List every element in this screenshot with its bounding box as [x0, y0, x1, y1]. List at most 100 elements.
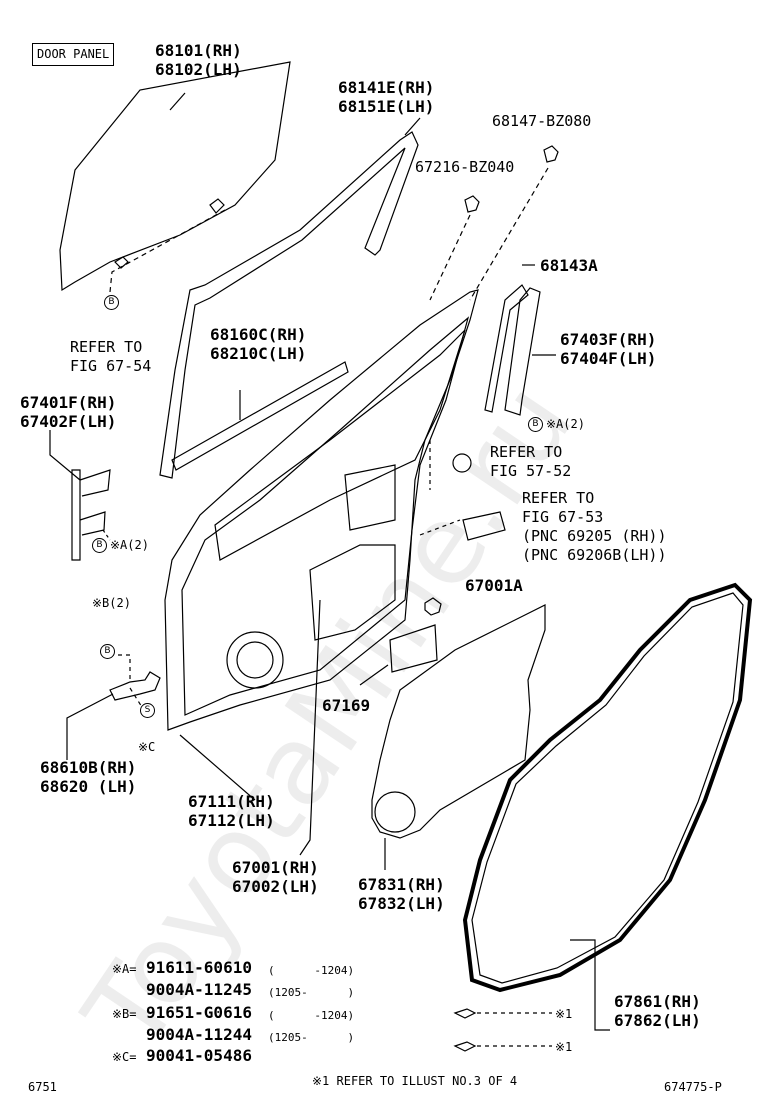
- legend-c1-part: 90041-05486: [146, 1046, 252, 1065]
- weatherstrip-inner: [471, 592, 744, 984]
- label-67216: 67216-BZ040: [415, 158, 515, 176]
- label-67002: 67002(LH): [232, 877, 319, 896]
- door-hinge: [109, 671, 161, 701]
- service-hole-cover: [371, 604, 546, 839]
- speaker-hole: [226, 631, 284, 689]
- weatherstrip-clip-1: [453, 1008, 477, 1019]
- label-67831: 67831(RH): [358, 875, 445, 894]
- label-67862: 67862(LH): [614, 1011, 701, 1030]
- dashed-line: [109, 209, 226, 293]
- legend-a1-range: ( -1204): [268, 964, 355, 977]
- refer-3b: FIG 67-53: [522, 508, 604, 526]
- label-68141: 68141E(RH): [338, 78, 435, 97]
- label-68620: 68620 (LH): [40, 777, 137, 796]
- door-inner-frame: [181, 316, 470, 716]
- run-channel: [159, 131, 419, 479]
- division-bar: [484, 284, 529, 413]
- marker-xa2-2: ※A(2): [546, 417, 585, 431]
- refer-2b: FIG 57-52: [490, 462, 572, 480]
- door-panel-box: DOOR PANEL: [32, 43, 115, 66]
- legend-a2-part: 9004A-11245: [146, 980, 252, 999]
- label-67001a: 67001A: [465, 576, 523, 595]
- hinge-leader: [66, 693, 114, 760]
- window-regulator: [71, 469, 111, 561]
- label-67403: 67403F(RH): [560, 330, 657, 349]
- marker-xc: ※C: [138, 740, 156, 754]
- belt-moulding: [171, 361, 349, 471]
- label-68151: 68151E(LH): [338, 97, 435, 116]
- legend-a1-part: 91611-60610: [146, 958, 252, 977]
- label-67404: 67404F(LH): [560, 349, 657, 368]
- refer-3d: (PNC 69206B(LH)): [522, 546, 667, 564]
- cover-hole: [374, 791, 416, 833]
- refer-3a: REFER TO: [522, 489, 595, 507]
- door-weatherstrip: [462, 582, 753, 993]
- label-67001: 67001(RH): [232, 858, 319, 877]
- refer-2a: REFER TO: [490, 443, 563, 461]
- label-67111: 67111(RH): [188, 792, 275, 811]
- clip-dash-2: [429, 214, 471, 301]
- footer-right: 674775-P: [664, 1080, 722, 1094]
- run-channel-leader: [404, 117, 421, 136]
- marker-b-4: B: [100, 644, 115, 659]
- glass-leader: [169, 92, 186, 111]
- marker-x1-1: ※1: [555, 1007, 573, 1021]
- legend-b1-range: ( -1204): [268, 1009, 355, 1022]
- marker-b-2: B: [92, 538, 107, 553]
- regulator-dash: [102, 529, 111, 541]
- refer-3c: (PNC 69205 (RH)): [522, 527, 667, 545]
- legend-c-key: ※C=: [112, 1050, 137, 1064]
- clip-67216: [464, 195, 480, 213]
- label-68210: 68210C(LH): [210, 344, 307, 363]
- label-68102: 68102(LH): [155, 60, 242, 79]
- legend-b2-part: 9004A-11244: [146, 1025, 252, 1044]
- legend-b-key: ※B=: [112, 1007, 137, 1021]
- marker-xa2-1: ※A(2): [110, 538, 149, 552]
- legend-b2-range: (1205- ): [268, 1031, 355, 1044]
- label-68147: 68147-BZ080: [492, 112, 592, 130]
- door-dash-2: [419, 519, 461, 536]
- handle: [462, 511, 506, 541]
- door-window-opening: [214, 329, 466, 561]
- label-68160: 68160C(RH): [210, 325, 307, 344]
- door-shell: [164, 289, 479, 731]
- door-frame-leader: [179, 734, 256, 801]
- grommet: [452, 453, 472, 473]
- weatherstrip-clip-2: [453, 1041, 477, 1052]
- legend-a2-range: (1205- ): [268, 986, 355, 999]
- marker-x1-2: ※1: [555, 1040, 573, 1054]
- label-67861: 67861(RH): [614, 992, 701, 1011]
- label-67169: 67169: [322, 696, 371, 715]
- footer-left: 6751: [28, 1080, 57, 1094]
- weatherstrip-leader: [570, 939, 610, 1031]
- legend-a-key: ※A=: [112, 962, 137, 976]
- pad-67169: [389, 624, 438, 673]
- label-68143: 68143A: [540, 256, 598, 275]
- door-lock-area: [344, 464, 396, 531]
- label-67402: 67402F(LH): [20, 412, 117, 431]
- legend-b1-part: 91651-G0616: [146, 1003, 252, 1022]
- label-68101: 68101(RH): [155, 41, 242, 60]
- marker-s: S: [140, 703, 155, 718]
- refer-1b: FIG 67-54: [70, 357, 152, 375]
- label-67832: 67832(LH): [358, 894, 445, 913]
- footer-center: ※1 REFER TO ILLUST NO.3 OF 4: [312, 1074, 518, 1088]
- door-glass-bracket: [114, 198, 225, 269]
- regulator-leader: [49, 430, 81, 481]
- label-68610: 68610B(RH): [40, 758, 137, 777]
- rear-run-channel: [504, 287, 541, 416]
- clip-68147: [543, 145, 559, 163]
- door-service-hole: [309, 544, 396, 641]
- hinge-dash: [110, 654, 146, 713]
- marker-b-3: B: [528, 417, 543, 432]
- label-67401: 67401F(RH): [20, 393, 117, 412]
- clip-dash-1: [469, 167, 549, 301]
- door-glass: [59, 61, 291, 292]
- door-shell-leader: [299, 599, 321, 856]
- refer-1a: REFER TO: [70, 338, 143, 356]
- marker-b-1: B: [104, 295, 119, 310]
- marker-xb2: ※B(2): [92, 596, 131, 610]
- pad-leader: [359, 664, 389, 686]
- clip-67001a: [424, 597, 442, 616]
